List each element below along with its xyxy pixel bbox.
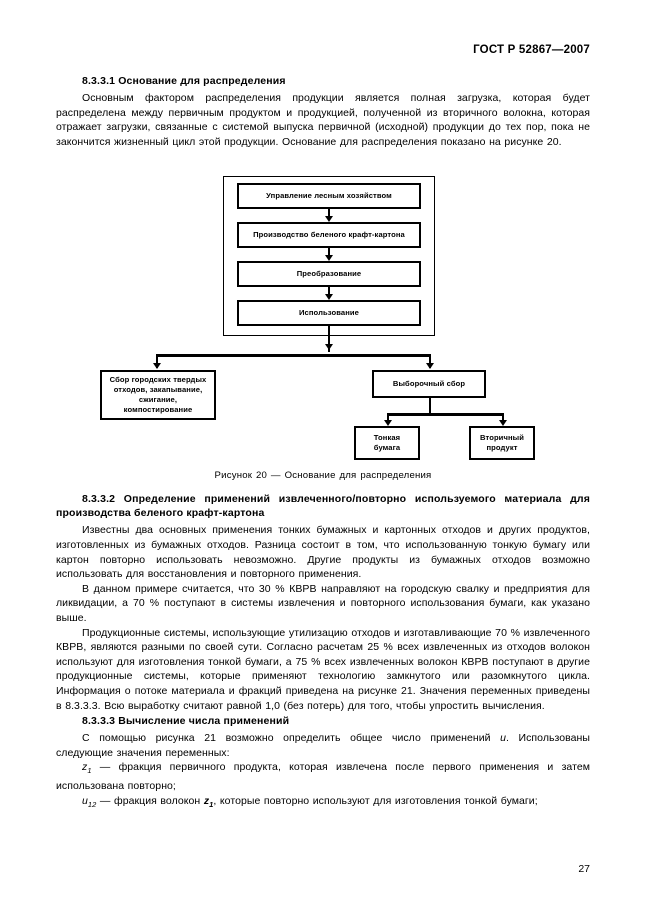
variable-z: z: [82, 761, 88, 774]
variable-z-inline: z: [203, 794, 210, 807]
figure-caption: Рисунок 20 — Основание для распределения: [214, 470, 432, 482]
figure-arrowhead-3-4: [325, 294, 333, 301]
heading-8-3-3-2: 8.3.3.2 Определение применений извлеченн…: [56, 493, 590, 520]
definition-z1-text: — фракция первичного продукта, которая и…: [56, 761, 590, 792]
definition-item-z1: z1 — фракция первичного продукта, котора…: [56, 760, 590, 793]
figure-split-bar: [156, 354, 431, 357]
variable-z-inline-subscript: 1: [209, 799, 214, 809]
figure-connector-2-3: [328, 248, 331, 259]
figure-split-bar-2: [387, 413, 504, 416]
paragraph-8-3-3-1: Основным фактором распределения продукци…: [56, 92, 590, 148]
figure-20: Управление лесным хозяйством Производств…: [56, 158, 590, 481]
figure-node-label: Сбор городских твердых отходов, закапыва…: [109, 375, 207, 415]
figure-branch-tissue: [387, 413, 390, 425]
figure-node-label: Использование: [298, 308, 359, 318]
figure-arrowhead-secondary: [499, 420, 507, 427]
figure-arrowhead-1-2: [325, 216, 333, 223]
paragraph-8-3-3-2-a: Известны два основных применения тонких …: [56, 524, 590, 581]
figure-node-selective-collection: Выборочный сбор: [372, 370, 486, 399]
variable-u12: u: [82, 794, 88, 807]
figure-node-label: Преобразование: [296, 269, 362, 279]
figure-node-label: Производство беленого крафт-картона: [253, 230, 405, 240]
intro-text-post: . Использованы следующие значения переме…: [56, 732, 590, 759]
figure-arrowhead-left-branch: [153, 363, 161, 370]
figure-connector-group-down: [328, 326, 331, 353]
paragraph-8-3-3-2-c: Продукционные системы, использующие утил…: [56, 626, 590, 712]
paragraph-8-3-3-3-intro: С помощью рисунка 21 возможно определить…: [56, 731, 590, 760]
figure-node-forest-management: Управление лесным хозяйством: [237, 183, 421, 210]
figure-node-municipal-waste: Сбор городских твердых отходов, закапыва…: [100, 370, 216, 421]
figure-arrowhead-right-branch: [426, 363, 434, 370]
figure-arrowhead-tissue: [384, 420, 392, 427]
page-header-standard: ГОСТ Р 52867—2007: [473, 44, 590, 56]
page-number: 27: [578, 863, 590, 875]
figure-branch-left: [156, 354, 159, 369]
figure-connector-1-2: [328, 209, 331, 220]
figure-arrowhead-2-3: [325, 255, 333, 262]
figure-branch-right: [429, 354, 432, 369]
figure-connector-6-split: [429, 398, 432, 416]
heading-8-3-3-3: 8.3.3.3 Вычисление числа применений: [82, 715, 290, 728]
figure-node-label: Тонкая бумага: [373, 433, 401, 453]
figure-branch-secondary: [502, 413, 505, 425]
definition-u12-text-b: , которые повторно используют для изгото…: [213, 794, 538, 807]
figure-node-label: Вторичный продукт: [480, 433, 524, 453]
figure-node-use: Использование: [237, 300, 421, 327]
paragraph-8-3-3-2-b: В данном примере считается, что 30 % КВР…: [56, 582, 590, 624]
heading-8-3-3-1: 8.3.3.1 Основание для распределения: [82, 75, 286, 87]
figure-node-kraft-board-production: Производство беленого крафт-картона: [237, 222, 421, 249]
figure-node-secondary-product: Вторичный продукт: [469, 426, 535, 461]
definition-item-u12: u12 — фракция волокон z1, которые повтор…: [56, 794, 590, 813]
variable-z-subscript: 1: [87, 766, 92, 776]
figure-connector-3-4: [328, 287, 331, 298]
figure-node-label: Выборочный сбор: [392, 379, 466, 389]
figure-node-tissue-paper: Тонкая бумага: [354, 426, 420, 461]
variable-u: u: [500, 732, 506, 745]
figure-arrowhead-group-down: [325, 344, 333, 351]
figure-node-conversion: Преобразование: [237, 261, 421, 288]
page-content: 8.3.3.1 Основание для распределения Осно…: [56, 74, 590, 812]
definition-u12-text-a: — фракция волокон: [96, 794, 204, 807]
variable-u12-subscript: 12: [87, 799, 97, 809]
intro-text-pre: С помощью рисунка 21 возможно определить…: [82, 732, 501, 745]
figure-node-label: Управление лесным хозяйством: [266, 191, 392, 201]
